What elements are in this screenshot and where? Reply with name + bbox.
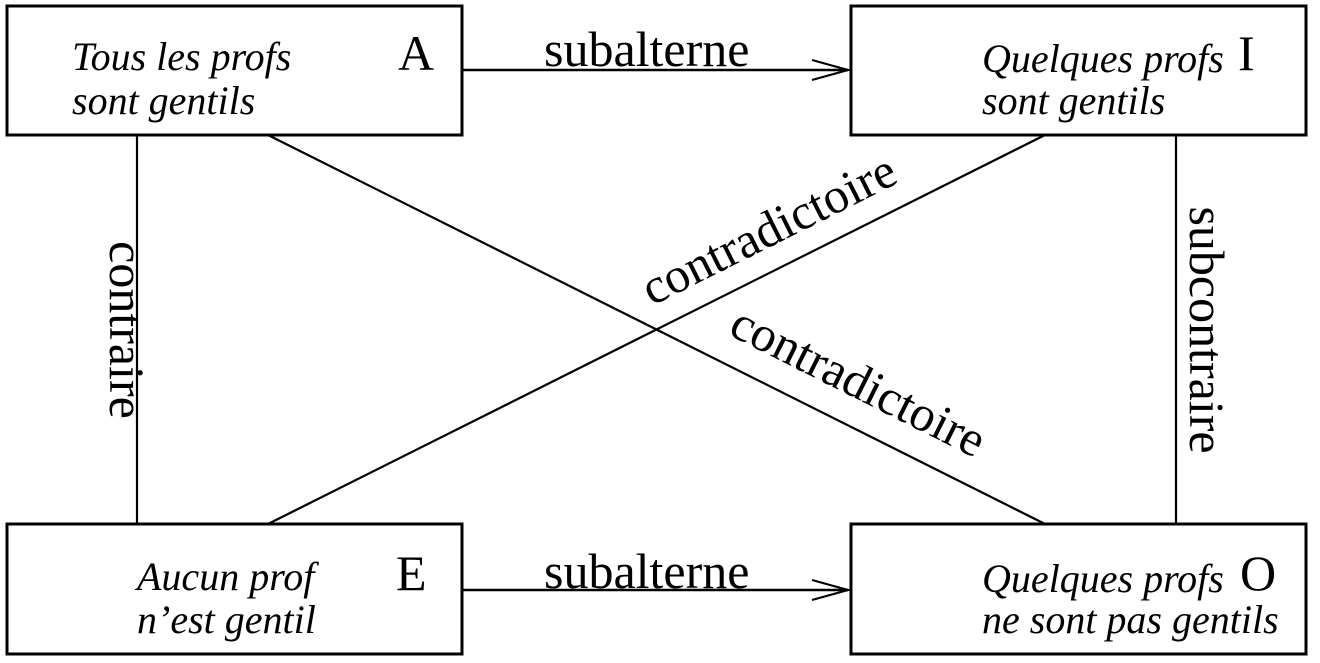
contraire-label: contraire <box>99 241 155 419</box>
box-e: Aucun prof n’est gentil E <box>5 522 464 656</box>
box-a-letter: A <box>398 25 434 81</box>
box-i-line2: sont gentils <box>982 78 1165 123</box>
box-i-letter: I <box>1238 25 1255 81</box>
box-a: Tous les profs sont gentils A <box>5 4 464 137</box>
subalterne-label-bottom: subalterne <box>544 543 749 599</box>
box-e-line1: Aucun prof <box>134 554 319 599</box>
contradictoire-label-a-o: contradictoire <box>722 294 995 468</box>
contradictoire-label-e-i: contradictoire <box>632 142 905 316</box>
box-o-letter: O <box>1240 545 1276 601</box>
box-a-line1: Tous les profs <box>72 34 291 79</box>
subalterne-label-top: subalterne <box>544 21 749 77</box>
box-o-line2: ne sont pas gentils <box>982 597 1279 642</box>
box-i: Quelques profs sont gentils I <box>849 4 1308 137</box>
box-o-line1: Quelques profs <box>982 556 1224 601</box>
box-e-line2: n’est gentil <box>137 597 316 642</box>
contradictoire-line-e-i <box>267 134 1046 525</box>
box-e-letter: E <box>396 545 427 601</box>
subcontraire-label: subcontraire <box>1179 206 1235 453</box>
subalterne-arrow-bottom <box>462 578 853 602</box>
box-a-line2: sont gentils <box>72 78 255 123</box>
subalterne-arrow-top <box>462 58 853 82</box>
box-o: Quelques profs ne sont pas gentils O <box>849 522 1308 656</box>
box-i-line1: Quelques profs <box>982 36 1224 81</box>
